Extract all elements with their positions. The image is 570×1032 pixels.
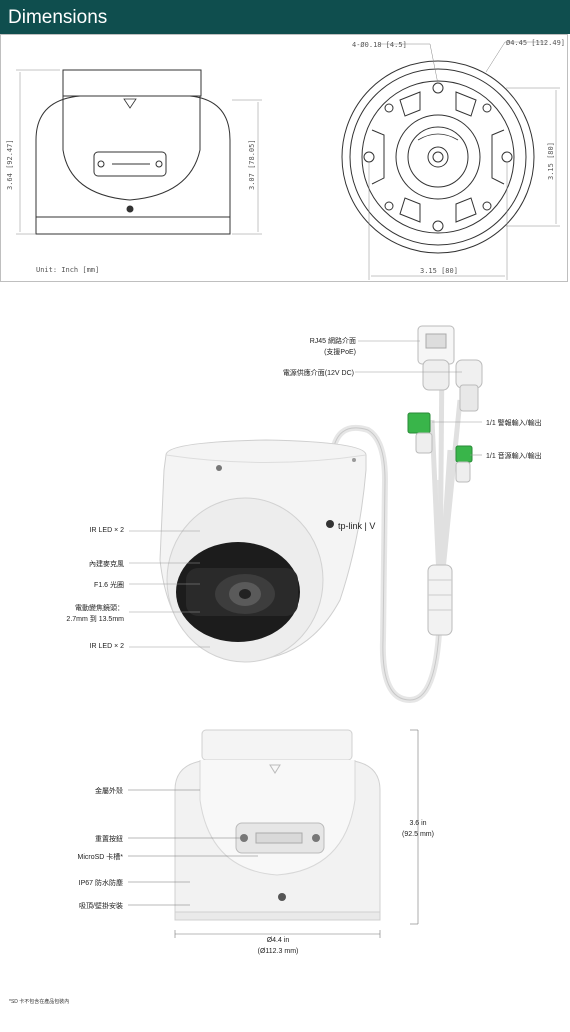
dimension-drawing-panel [0,34,568,282]
mid-height-dimension: 3.07 [78.05] [248,139,256,190]
camera-back-illustration [174,729,381,921]
diameter-mm-value: (Ø112.3 mm) [257,948,299,955]
diameter-callout: Ø4.45 [112.49] [506,39,565,47]
section-title: Dimensions [8,7,108,28]
height-value: 3.6 in [409,820,427,827]
ir-led-top-label: IR LED × 2 [89,527,124,534]
microphone-label: 內建麥克風 [89,561,124,568]
footnote: *SD 卡不包含在產品包裝內 [9,999,70,1005]
microsd-label: MicroSD 卡槽* [77,854,123,861]
audio-label: 1/1 音源輸入/輸出 [486,453,542,460]
front-callout-lines [129,340,482,648]
unit-note: Unit: Inch [mm] [36,266,99,274]
power-label: 電源供應介面(12V DC) [282,370,354,377]
bottom-view-drawing [341,41,560,280]
bottom-width-dimension: 3.15 [80] [420,267,458,275]
lens-label-line2: 2.7mm 到 13.5mm [66,616,124,623]
aperture-label: F1.6 光圈 [94,582,124,589]
reset-label: 重置按鈕 [95,836,123,843]
shell-label: 金屬外殼 [95,788,123,795]
section-header: Dimensions [0,0,570,34]
right-height-dimension: 3.15 [80] [547,142,555,180]
side-height-dimension: 3.64 [92.47] [6,139,14,190]
alarm-label: 1/1 警報輸入/輸出 [486,420,542,427]
hole-callout: 4-Ø0.18 [4.5] [352,41,407,49]
lens-label-line1: 電動變焦鏡頭： [75,605,124,612]
ir-led-bottom-label: IR LED × 2 [89,643,124,650]
back-dimension-lines [128,729,419,938]
side-view-drawing [16,69,262,235]
camera-front-illustration [159,325,483,704]
rj45-label: RJ45 網路介面 [309,338,356,345]
rj45-sub-label: (支援PoE) [324,349,356,356]
diameter-value: Ø4.4 in [266,937,290,944]
height-mm-value: (92.5 mm) [402,831,434,838]
mount-label: 吸頂/壁掛安裝 [79,903,123,910]
ip67-label: IP67 防水防塵 [78,880,123,887]
brand-logo: tp-link | V [338,521,375,531]
